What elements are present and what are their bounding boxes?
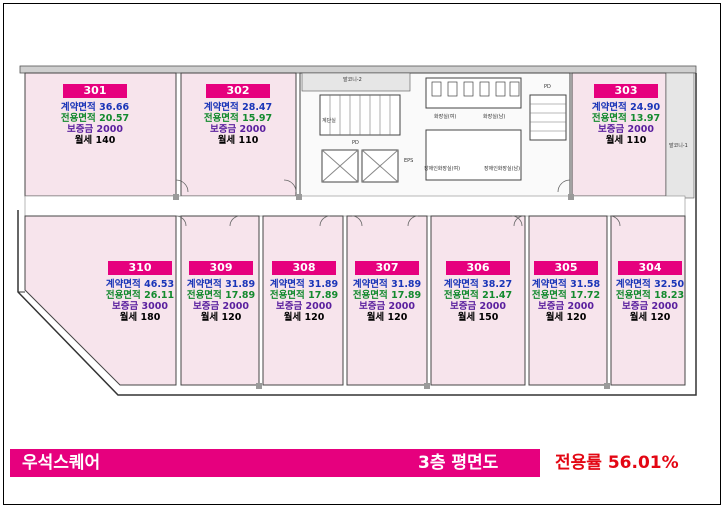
contract-area: 계약면적 24.90 bbox=[591, 102, 661, 113]
deposit: 보증금 2000 bbox=[598, 124, 654, 135]
deposit: 보증금 2000 bbox=[450, 301, 506, 312]
room-309-area bbox=[180, 215, 260, 386]
exclusive-area: 전용면적 13.97 bbox=[591, 113, 661, 124]
exclusive-area: 전용면적 17.72 bbox=[531, 290, 601, 301]
exclusive-area: 전용면적 15.97 bbox=[203, 113, 273, 124]
deposit: 보증금 3000 bbox=[112, 301, 168, 312]
monthly-rent: 월세 120 bbox=[366, 312, 408, 323]
room-310-area bbox=[24, 215, 177, 386]
contract-area: 계약면적 31.89 bbox=[269, 279, 339, 290]
unit-304[interactable]: 304 계약면적 32.50 전용면적 18.23 보증금 2000 월세 12… bbox=[600, 261, 700, 323]
unit-number: 307 bbox=[355, 261, 419, 275]
unit-number: 309 bbox=[189, 261, 253, 275]
stair-label: 계단실 bbox=[322, 118, 336, 124]
room-306-area bbox=[430, 215, 526, 386]
wc-dis-m-label: 장애인화장실(남) bbox=[484, 166, 521, 172]
unit-308[interactable]: 308 계약면적 31.89 전용면적 17.89 보증금 2000 월세 12… bbox=[254, 261, 354, 323]
contract-area: 계약면적 31.58 bbox=[531, 279, 601, 290]
floor-plan-title: 3층 평면도 bbox=[418, 453, 499, 473]
monthly-rent: 월세 140 bbox=[74, 135, 116, 146]
eps-label: EPS bbox=[404, 158, 414, 164]
unit-303[interactable]: 303 계약면적 24.90 전용면적 13.97 보증금 2000 월세 11… bbox=[576, 84, 676, 146]
wc-lower bbox=[425, 129, 522, 181]
unit-number: 308 bbox=[272, 261, 336, 275]
deposit: 보증금 2000 bbox=[276, 301, 332, 312]
unit-number: 303 bbox=[594, 84, 658, 98]
building-name: 우석스퀘어 bbox=[22, 453, 101, 473]
unit-301[interactable]: 301 계약면적 36.66 전용면적 20.57 보증금 2000 월세 14… bbox=[45, 84, 145, 146]
unit-number: 302 bbox=[206, 84, 270, 98]
contract-area: 계약면적 36.66 bbox=[60, 102, 130, 113]
unit-number: 301 bbox=[63, 84, 127, 98]
monthly-rent: 월세 110 bbox=[605, 135, 647, 146]
balcony-label: 발코니-2 bbox=[343, 77, 362, 83]
monthly-rent: 월세 110 bbox=[217, 135, 259, 146]
room-305-area bbox=[528, 215, 608, 386]
unit-number: 310 bbox=[108, 261, 172, 275]
deposit: 보증금 2000 bbox=[193, 301, 249, 312]
deposit: 보증금 2000 bbox=[210, 124, 266, 135]
unit-309[interactable]: 309 계약면적 31.89 전용면적 17.89 보증금 2000 월세 12… bbox=[171, 261, 271, 323]
deposit: 보증금 2000 bbox=[622, 301, 678, 312]
monthly-rent: 월세 180 bbox=[119, 312, 161, 323]
pd2-label: PD bbox=[544, 84, 551, 90]
unit-305[interactable]: 305 계약면적 31.58 전용면적 17.72 보증금 2000 월세 12… bbox=[516, 261, 616, 323]
unit-number: 306 bbox=[446, 261, 510, 275]
room-307-area bbox=[346, 215, 428, 386]
monthly-rent: 월세 150 bbox=[457, 312, 499, 323]
exclusive-area: 전용면적 18.23 bbox=[615, 290, 685, 301]
room-304-area bbox=[610, 215, 686, 386]
exclusive-area: 전용면적 20.57 bbox=[60, 113, 130, 124]
monthly-rent: 월세 120 bbox=[545, 312, 587, 323]
contract-area: 계약면적 31.89 bbox=[186, 279, 256, 290]
contract-area: 계약면적 32.50 bbox=[615, 279, 685, 290]
unit-302[interactable]: 302 계약면적 28.47 전용면적 15.97 보증금 2000 월세 11… bbox=[188, 84, 288, 146]
unit-number: 304 bbox=[618, 261, 682, 275]
pd-label: PD bbox=[352, 140, 359, 146]
corridor bbox=[24, 195, 686, 217]
footer-banner bbox=[10, 449, 540, 477]
deposit: 보증금 2000 bbox=[67, 124, 123, 135]
balcony-right-label: 발코니-1 bbox=[669, 143, 688, 149]
monthly-rent: 월세 120 bbox=[200, 312, 242, 323]
room-308-area bbox=[262, 215, 344, 386]
monthly-rent: 월세 120 bbox=[283, 312, 325, 323]
contract-area: 계약면적 28.47 bbox=[203, 102, 273, 113]
wc-m-label: 화장실(남) bbox=[483, 114, 506, 120]
deposit: 보증금 2000 bbox=[538, 301, 594, 312]
unit-306[interactable]: 306 계약면적 38.27 전용면적 21.47 보증금 2000 월세 15… bbox=[428, 261, 528, 323]
outer-wall bbox=[17, 73, 697, 396]
deposit: 보증금 2000 bbox=[359, 301, 415, 312]
exclusive-area: 전용면적 26.11 bbox=[105, 290, 175, 301]
exclusive-ratio: 전용률 56.01% bbox=[555, 453, 679, 473]
top-wall bbox=[19, 65, 697, 74]
unit-307[interactable]: 307 계약면적 31.89 전용면적 17.89 보증금 2000 월세 12… bbox=[337, 261, 437, 323]
exclusive-area: 전용면적 17.89 bbox=[186, 290, 256, 301]
stair-right bbox=[529, 94, 567, 141]
wc-dis-f-label: 장애인화장실(여) bbox=[424, 166, 461, 172]
balcony-top bbox=[301, 72, 411, 92]
unit-number: 305 bbox=[534, 261, 598, 275]
contract-area: 계약면적 38.27 bbox=[443, 279, 513, 290]
balcony-right bbox=[665, 72, 695, 199]
page-frame bbox=[3, 3, 721, 505]
exclusive-area: 전용면적 17.89 bbox=[269, 290, 339, 301]
contract-area: 계약면적 46.53 bbox=[105, 279, 175, 290]
contract-area: 계약면적 31.89 bbox=[352, 279, 422, 290]
wc-f-label: 화장실(여) bbox=[434, 114, 457, 120]
exclusive-area: 전용면적 21.47 bbox=[443, 290, 513, 301]
unit-310[interactable]: 310 계약면적 46.53 전용면적 26.11 보증금 3000 월세 18… bbox=[90, 261, 190, 323]
exclusive-area: 전용면적 17.89 bbox=[352, 290, 422, 301]
monthly-rent: 월세 120 bbox=[629, 312, 671, 323]
